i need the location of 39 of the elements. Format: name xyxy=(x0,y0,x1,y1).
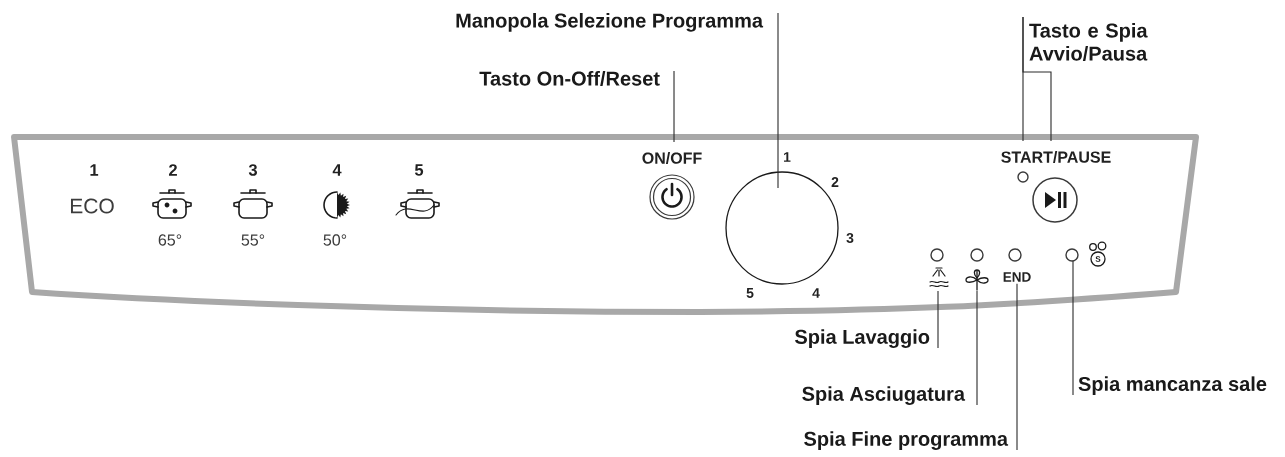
program-name: ECO xyxy=(71,198,114,214)
callout-label: Spia mancanza sale xyxy=(1078,376,1267,395)
program-number: 3 xyxy=(248,164,257,176)
leader-line xyxy=(1016,283,1018,451)
leader-line xyxy=(937,290,939,349)
program-number: 5 xyxy=(414,164,424,176)
leader-line xyxy=(1072,260,1074,396)
callout-label: Tasto On-Off/Reset xyxy=(479,71,660,86)
temperature-label: 65° xyxy=(158,234,182,246)
button-label: ON/OFF xyxy=(642,152,702,164)
program-knob xyxy=(725,171,839,285)
dial-number: 4 xyxy=(812,288,820,298)
leader-line xyxy=(1022,16,1052,142)
indicator-light xyxy=(930,248,944,262)
callout-label: Manopola Selezione Programma xyxy=(456,13,764,32)
callout-label: Spia Asciugatura xyxy=(802,386,966,405)
callout-label: Tasto e Spia Avvio/Pausa xyxy=(1029,23,1148,61)
program-number: 2 xyxy=(169,164,177,176)
callout-label: Spia Lavaggio xyxy=(795,329,930,348)
button-label: START/PAUSE xyxy=(1001,151,1111,163)
leader-line xyxy=(976,290,978,406)
program-number: 4 xyxy=(332,164,342,176)
leader-line xyxy=(777,12,779,189)
dial-number: 1 xyxy=(784,152,791,162)
indicator-light xyxy=(1065,248,1079,262)
temperature-label: 50° xyxy=(323,234,347,246)
leader-line xyxy=(673,70,675,143)
indicator-light xyxy=(970,248,984,262)
indicator-light xyxy=(1017,171,1029,183)
temperature-label: 55° xyxy=(241,234,265,246)
indicator-light xyxy=(1008,248,1022,262)
dial-number: 3 xyxy=(846,233,854,243)
callout-label: Spia Fine programma xyxy=(804,431,1009,450)
program-number: 1 xyxy=(90,164,99,176)
fan-icon xyxy=(965,269,989,291)
indicator-label: END xyxy=(1003,272,1031,282)
wash-icon xyxy=(929,267,949,288)
dial-number: 5 xyxy=(746,288,754,298)
dial-number: 2 xyxy=(831,177,839,187)
